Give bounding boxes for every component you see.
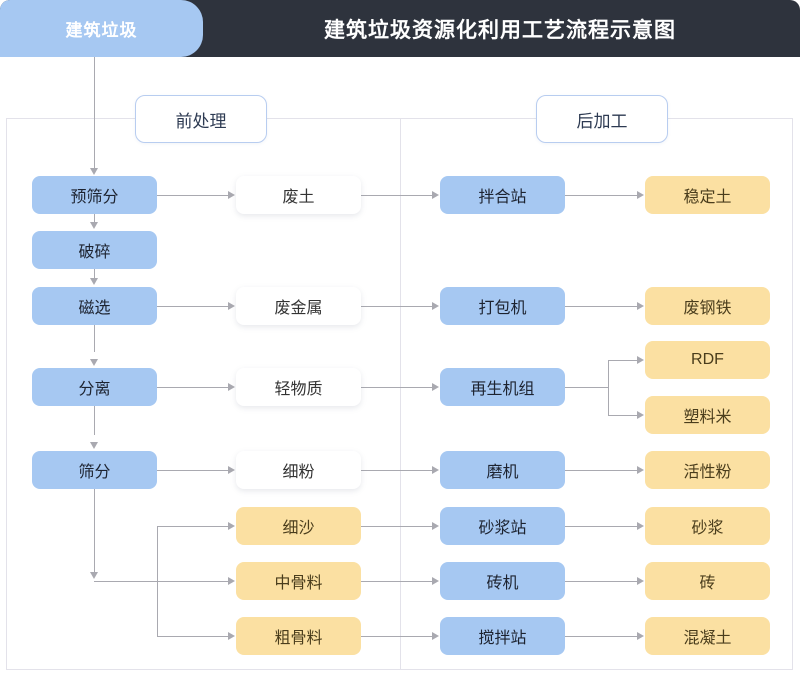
arrowhead-down xyxy=(90,222,98,229)
arrowhead-down xyxy=(90,359,98,366)
arrowhead-down xyxy=(90,168,98,175)
connector-separate-to-light-material xyxy=(157,387,230,388)
node-scrap-steel[interactable]: 废钢铁 xyxy=(645,287,770,325)
connector-scrap-metal-to-baler xyxy=(361,306,434,307)
node-separation[interactable]: 分离 xyxy=(32,368,157,406)
connector-separate-to-screen xyxy=(94,406,95,435)
arrowhead-right xyxy=(637,356,644,364)
node-prescreen[interactable]: 预筛分 xyxy=(32,176,157,214)
connector-mortar-plant-to-mortar xyxy=(565,526,639,527)
node-mixing-plant[interactable]: 拌合站 xyxy=(440,176,565,214)
node-baler[interactable]: 打包机 xyxy=(440,287,565,325)
arrowhead-right xyxy=(432,632,439,640)
node-mortar-plant[interactable]: 砂浆站 xyxy=(440,507,565,545)
connector-screen-to-aggregates xyxy=(94,489,95,573)
connector-recycling-unit-branch-stem xyxy=(565,387,609,388)
node-mill[interactable]: 磨机 xyxy=(440,451,565,489)
node-concrete[interactable]: 混凝土 xyxy=(645,617,770,655)
arrowhead-right xyxy=(228,191,235,199)
node-brick-machine[interactable]: 砖机 xyxy=(440,562,565,600)
connector-mixing-plant-to-stabilized-soil xyxy=(565,195,639,196)
arrowhead-right xyxy=(432,383,439,391)
connector-prescreen-to-waste-soil xyxy=(157,195,230,196)
arrowhead-right xyxy=(432,466,439,474)
connector-crush-to-magnetic xyxy=(94,269,95,278)
connector-waste-to-prescreen xyxy=(94,57,95,169)
node-recycling-unit[interactable]: 再生机组 xyxy=(440,368,565,406)
node-plastic-pellets[interactable]: 塑料米 xyxy=(645,396,770,434)
connector-mill-to-active-powder xyxy=(565,470,639,471)
connector-medium-aggregate-to-brick-machine xyxy=(361,581,434,582)
arrowhead-right xyxy=(228,522,235,530)
page-title: 建筑垃圾资源化利用工艺流程示意图 xyxy=(324,18,676,42)
arrowhead-right xyxy=(432,522,439,530)
connector-trunk-to-coarse-aggregate xyxy=(157,636,230,637)
arrowhead-right xyxy=(228,632,235,640)
connector-waste-soil-to-mixing-plant xyxy=(361,195,434,196)
node-crushing[interactable]: 破碎 xyxy=(32,231,157,269)
arrowhead-right xyxy=(637,577,644,585)
connector-screen-to-fine-powder xyxy=(157,470,230,471)
arrowhead-right xyxy=(637,411,644,419)
node-scrap-metal[interactable]: 废金属 xyxy=(236,287,361,325)
node-medium-aggregate[interactable]: 中骨料 xyxy=(236,562,361,600)
connector-batching-plant-to-concrete xyxy=(565,636,639,637)
node-rdf[interactable]: RDF xyxy=(645,341,770,379)
arrowhead-right xyxy=(637,302,644,310)
connector-fine-powder-to-mill xyxy=(361,470,434,471)
connector-coarse-aggregate-to-batching-plant xyxy=(361,636,434,637)
node-waste-soil[interactable]: 废土 xyxy=(236,176,361,214)
connector-baler-to-scrap-steel xyxy=(565,306,639,307)
connector-magnetic-to-separate xyxy=(94,325,95,352)
connector-fine-sand-to-mortar-plant xyxy=(361,526,434,527)
arrowhead-down xyxy=(90,572,98,579)
arrowhead-right xyxy=(637,191,644,199)
arrowhead-right xyxy=(637,522,644,530)
header-tab-construction-waste: 建筑垃圾 xyxy=(0,0,203,57)
section-label-pretreatment: 前处理 xyxy=(135,95,267,143)
node-active-powder[interactable]: 活性粉 xyxy=(645,451,770,489)
arrowhead-right xyxy=(228,577,235,585)
arrowhead-right xyxy=(432,302,439,310)
node-batching-plant[interactable]: 搅拌站 xyxy=(440,617,565,655)
node-fine-powder[interactable]: 细粉 xyxy=(236,451,361,489)
node-screening[interactable]: 筛分 xyxy=(32,451,157,489)
node-stabilized-soil[interactable]: 稳定土 xyxy=(645,176,770,214)
node-magnetic-separation[interactable]: 磁选 xyxy=(32,287,157,325)
arrowhead-right xyxy=(432,191,439,199)
connector-light-material-to-recycling-unit xyxy=(361,387,434,388)
node-fine-sand[interactable]: 细沙 xyxy=(236,507,361,545)
node-coarse-aggregate[interactable]: 粗骨料 xyxy=(236,617,361,655)
arrowhead-right xyxy=(228,466,235,474)
connector-trunk-to-medium-aggregate xyxy=(94,581,230,582)
connector-brick-machine-to-brick xyxy=(565,581,639,582)
connector-trunk-to-fine-sand xyxy=(157,526,230,527)
connector-aggregate-trunk xyxy=(157,526,158,636)
connector-branch-to-plastic-pellets xyxy=(608,415,639,416)
connector-magnetic-to-scrap-metal xyxy=(157,306,230,307)
connector-branch-to-rdf xyxy=(608,360,639,361)
node-mortar[interactable]: 砂浆 xyxy=(645,507,770,545)
arrowhead-right xyxy=(228,383,235,391)
arrowhead-right xyxy=(228,302,235,310)
arrowhead-right xyxy=(637,466,644,474)
arrowhead-down xyxy=(90,442,98,449)
arrowhead-right xyxy=(637,632,644,640)
arrowhead-right xyxy=(432,577,439,585)
section-divider xyxy=(400,118,401,670)
node-light-material[interactable]: 轻物质 xyxy=(236,368,361,406)
arrowhead-down xyxy=(90,278,98,285)
connector-recycling-unit-branch-trunk xyxy=(608,360,609,415)
connector-prescreen-to-crush xyxy=(94,214,95,223)
node-brick[interactable]: 砖 xyxy=(645,562,770,600)
section-label-postprocess: 后加工 xyxy=(536,95,668,143)
